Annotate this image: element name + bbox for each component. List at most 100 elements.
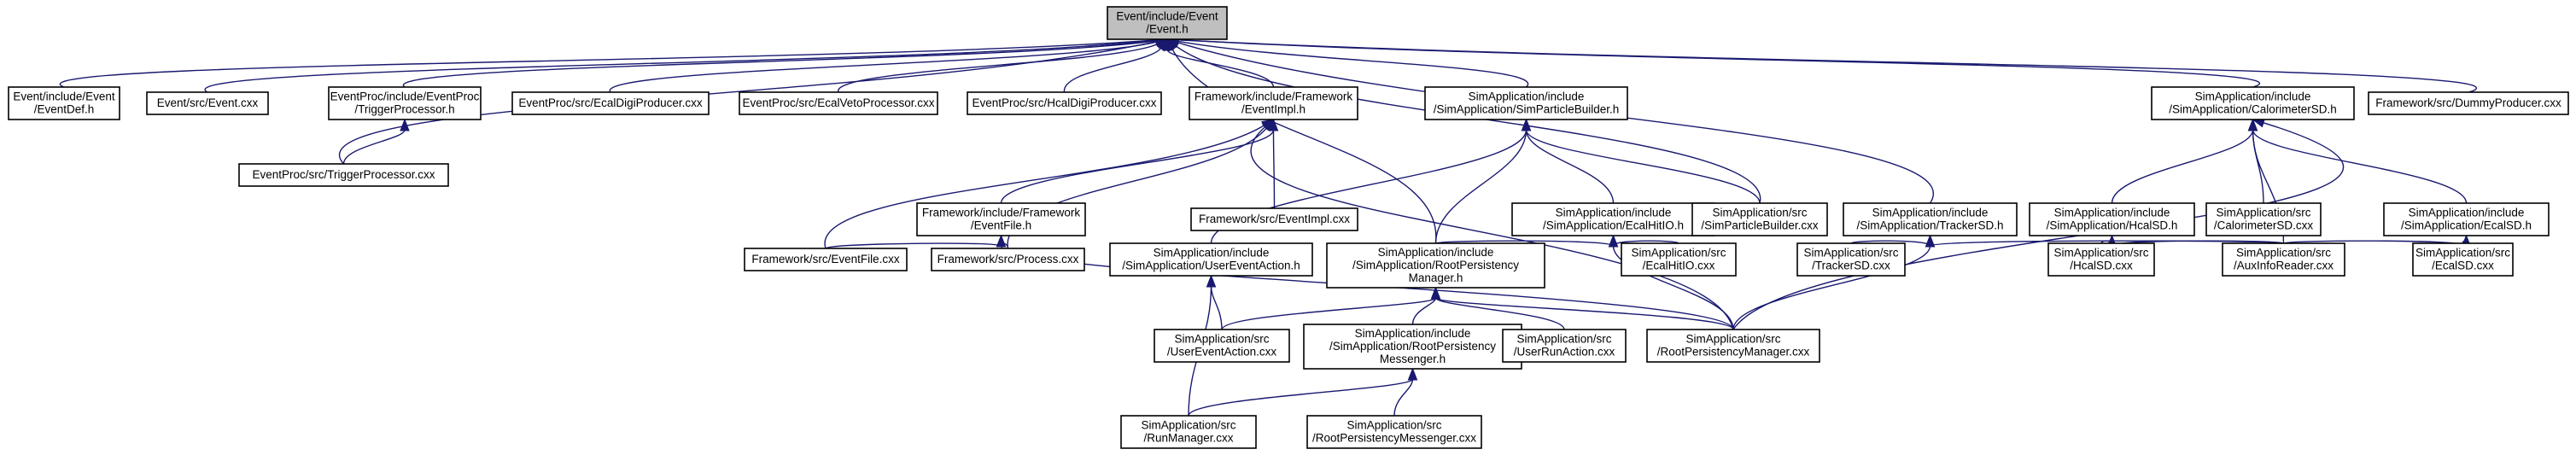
edge-arrowhead xyxy=(1925,234,1936,248)
file-node[interactable]: SimApplication/src/EcalHitIO.cxx xyxy=(1621,242,1737,277)
node-label-line: /SimParticleBuilder.cxx xyxy=(1701,219,1819,232)
node-box xyxy=(1154,329,1290,363)
node-box xyxy=(931,248,1085,271)
node-box xyxy=(739,91,938,115)
include-edge-rpmcxx-to-echitioh xyxy=(1608,234,1734,330)
file-node[interactable]: SimApplication/src/AuxInfoReader.cxx xyxy=(2222,242,2345,277)
file-node[interactable]: EventProc/src/EcalVetoProcessor.cxx xyxy=(739,91,938,115)
node-box xyxy=(1303,324,1522,370)
include-edge-rpmcxx-to-evimplh xyxy=(1250,119,1734,330)
file-node[interactable]: EventProc/src/HcalDigiProducer.cxx xyxy=(967,91,1162,115)
file-node[interactable]: SimApplication/src/TrackerSD.cxx xyxy=(1796,242,1906,277)
file-node[interactable]: SimApplication/src/SimParticleBuilder.cx… xyxy=(1691,202,1828,236)
node-box xyxy=(967,91,1162,115)
file-node[interactable]: SimApplication/include/SimApplication/Us… xyxy=(1109,242,1313,277)
file-node[interactable]: Framework/src/EventImpl.cxx xyxy=(1190,207,1358,231)
node-box xyxy=(1424,86,1628,120)
node-label-line: SimApplication/src xyxy=(1685,333,1780,346)
node-label-line: /SimApplication/SimParticleBuilder.h xyxy=(1434,103,1620,116)
file-node[interactable]: SimApplication/src/UserEventAction.cxx xyxy=(1154,329,1290,363)
node-box xyxy=(1190,207,1358,231)
node-label-line: /SimApplication/RootPersistency xyxy=(1352,259,1519,271)
node-label-line: Event/include/Event xyxy=(1116,10,1218,23)
node-label-line: /SimApplication/CalorimeterSD.h xyxy=(2169,103,2337,116)
edge-line xyxy=(1411,297,1437,325)
edge-line xyxy=(824,124,1265,249)
file-node[interactable]: SimApplication/include/SimApplication/Si… xyxy=(1424,86,1628,120)
node-label-line: EventProc/src/HcalDigiProducer.cxx xyxy=(972,96,1156,109)
edge-line xyxy=(2252,129,2468,204)
node-label-line: EventProc/src/EcalVetoProcessor.cxx xyxy=(742,96,934,109)
file-node[interactable]: SimApplication/include/SimApplication/Ro… xyxy=(1303,324,1522,370)
file-node[interactable]: EventProc/src/TriggerProcessor.cxx xyxy=(238,163,449,187)
node-box xyxy=(146,91,269,115)
node-label-line: SimApplication/src xyxy=(1631,247,1726,260)
file-node[interactable]: SimApplication/include/SimApplication/Ro… xyxy=(1326,242,1545,289)
file-node[interactable]: SimApplication/include/SimApplication/Ec… xyxy=(1511,202,1715,236)
edge-line xyxy=(1272,129,1276,209)
node-box xyxy=(238,163,449,187)
node-label-line: Framework/src/Process.cxx xyxy=(938,253,1079,265)
node-label-line: Messenger.h xyxy=(1380,353,1446,365)
edge-arrowhead xyxy=(996,234,1007,248)
file-node[interactable]: Framework/include/Framework/EventImpl.h xyxy=(1189,86,1358,120)
node-box xyxy=(1109,242,1313,277)
node-label-line: /HcalSD.cxx xyxy=(2070,260,2133,272)
file-node[interactable]: EventProc/include/EventProc/TriggerProce… xyxy=(328,86,482,120)
file-node[interactable]: Event/src/Event.cxx xyxy=(146,91,269,115)
edge-line xyxy=(1210,285,1223,330)
node-label-line: /AuxInfoReader.cxx xyxy=(2234,260,2334,272)
node-label-line: SimApplication/src xyxy=(1141,419,1235,432)
edge-line xyxy=(1000,129,1275,204)
include-edge-evimplcxx-to-evimplh xyxy=(1268,118,1279,209)
include-edge-ueacxx-to-rpmh xyxy=(1221,286,1441,330)
file-node[interactable]: SimApplication/src/RootPersistencyManage… xyxy=(1646,329,1820,363)
file-node[interactable]: SimApplication/include/SimApplication/Ca… xyxy=(2151,86,2355,120)
edge-line xyxy=(838,43,1159,93)
node-label-line: /RootPersistencyManager.cxx xyxy=(1657,346,1810,359)
file-node[interactable]: Framework/src/DummyProducer.cxx xyxy=(2368,91,2569,115)
file-node[interactable]: SimApplication/src/RunManager.cxx xyxy=(1120,415,1257,449)
edge-line xyxy=(1175,44,1761,204)
file-node[interactable]: SimApplication/include/SimApplication/Hc… xyxy=(2029,202,2195,236)
node-box xyxy=(2047,242,2155,277)
node-box xyxy=(1691,202,1828,236)
edge-line xyxy=(1188,378,1414,417)
node-label-line: SimApplication/include xyxy=(1355,327,1471,340)
node-box xyxy=(1189,86,1358,120)
node-label-line: SimApplication/include xyxy=(2195,90,2311,103)
node-label-line: EventProc/src/TriggerProcessor.cxx xyxy=(252,168,435,181)
edge-line xyxy=(1434,129,1527,244)
node-label-line: /SimApplication/HcalSD.h xyxy=(2047,219,2178,232)
file-node[interactable]: Framework/src/Process.cxx xyxy=(931,248,1085,271)
edge-line xyxy=(1732,245,1931,330)
file-node[interactable]: SimApplication/src/RootPersistencyMessen… xyxy=(1306,415,1482,449)
include-edge-calsdcxx-to-calsdh xyxy=(2247,118,2264,204)
node-label-line: Framework/include/Framework xyxy=(1195,90,1353,103)
edge-arrowhead xyxy=(1261,119,1275,131)
node-label-line: /EcalSD.cxx xyxy=(2432,260,2494,272)
file-node[interactable]: SimApplication/src/HcalSD.cxx xyxy=(2047,242,2155,277)
node-label-line: /RootPersistencyMessenger.cxx xyxy=(1312,432,1476,445)
include-edge-evfilecxx-to-evfileh xyxy=(825,234,1007,249)
file-node[interactable]: SimApplication/src/UserRunAction.cxx xyxy=(1502,329,1627,363)
include-edge-dummy-to-root xyxy=(1165,34,2478,93)
file-node[interactable]: Framework/include/Framework/EventFile.h xyxy=(916,202,1086,236)
node-label-line: SimApplication/src xyxy=(2216,207,2310,219)
file-node[interactable]: SimApplication/include/SimApplication/Tr… xyxy=(1843,202,2018,236)
node-box xyxy=(1796,242,1906,277)
file-node[interactable]: SimApplication/include/SimApplication/Ec… xyxy=(2383,202,2550,236)
include-edge-ecsdh-to-calsdh xyxy=(2247,118,2468,204)
node-label-line: /SimApplication/RootPersistency xyxy=(1329,340,1496,353)
node-label-line: SimApplication/src xyxy=(2415,247,2510,260)
file-node[interactable]: EventProc/src/EcalDigiProducer.cxx xyxy=(511,91,710,115)
file-node[interactable]: SimApplication/src/CalorimeterSD.cxx xyxy=(2205,202,2322,236)
edge-arrowhead xyxy=(400,118,410,131)
edge-line xyxy=(60,39,1158,88)
root-file-node: Event/include/Event/Event.h xyxy=(1107,6,1228,40)
file-node[interactable]: SimApplication/src/EcalSD.cxx xyxy=(2412,242,2514,277)
file-node[interactable]: Framework/src/EventFile.cxx xyxy=(744,248,908,271)
file-node[interactable]: Event/include/Event/EventDef.h xyxy=(8,86,120,120)
edge-arrowhead xyxy=(2247,118,2258,131)
